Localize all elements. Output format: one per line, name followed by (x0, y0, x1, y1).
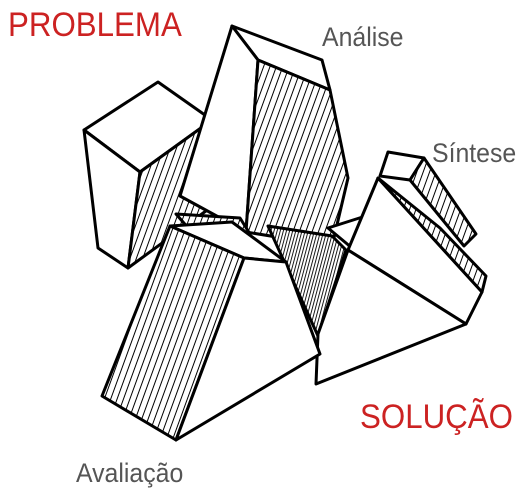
synthesis-label: Síntese (432, 138, 517, 168)
synthesis-block (378, 150, 478, 248)
solution-label: SOLUÇÃO (360, 398, 513, 436)
solution-block (314, 176, 488, 386)
synthesis-block-side (408, 156, 478, 248)
analysis-label: Análise (322, 22, 404, 52)
evaluation-label: Avaliação (76, 458, 184, 488)
evaluation-block (100, 220, 322, 442)
problem-label: PROBLEMA (8, 6, 182, 44)
evaluation-block-side (174, 256, 322, 442)
analysis-block-side (244, 58, 350, 248)
solution-block-side (376, 176, 488, 294)
analysis-block (178, 24, 350, 248)
solution-block-front (314, 248, 468, 386)
